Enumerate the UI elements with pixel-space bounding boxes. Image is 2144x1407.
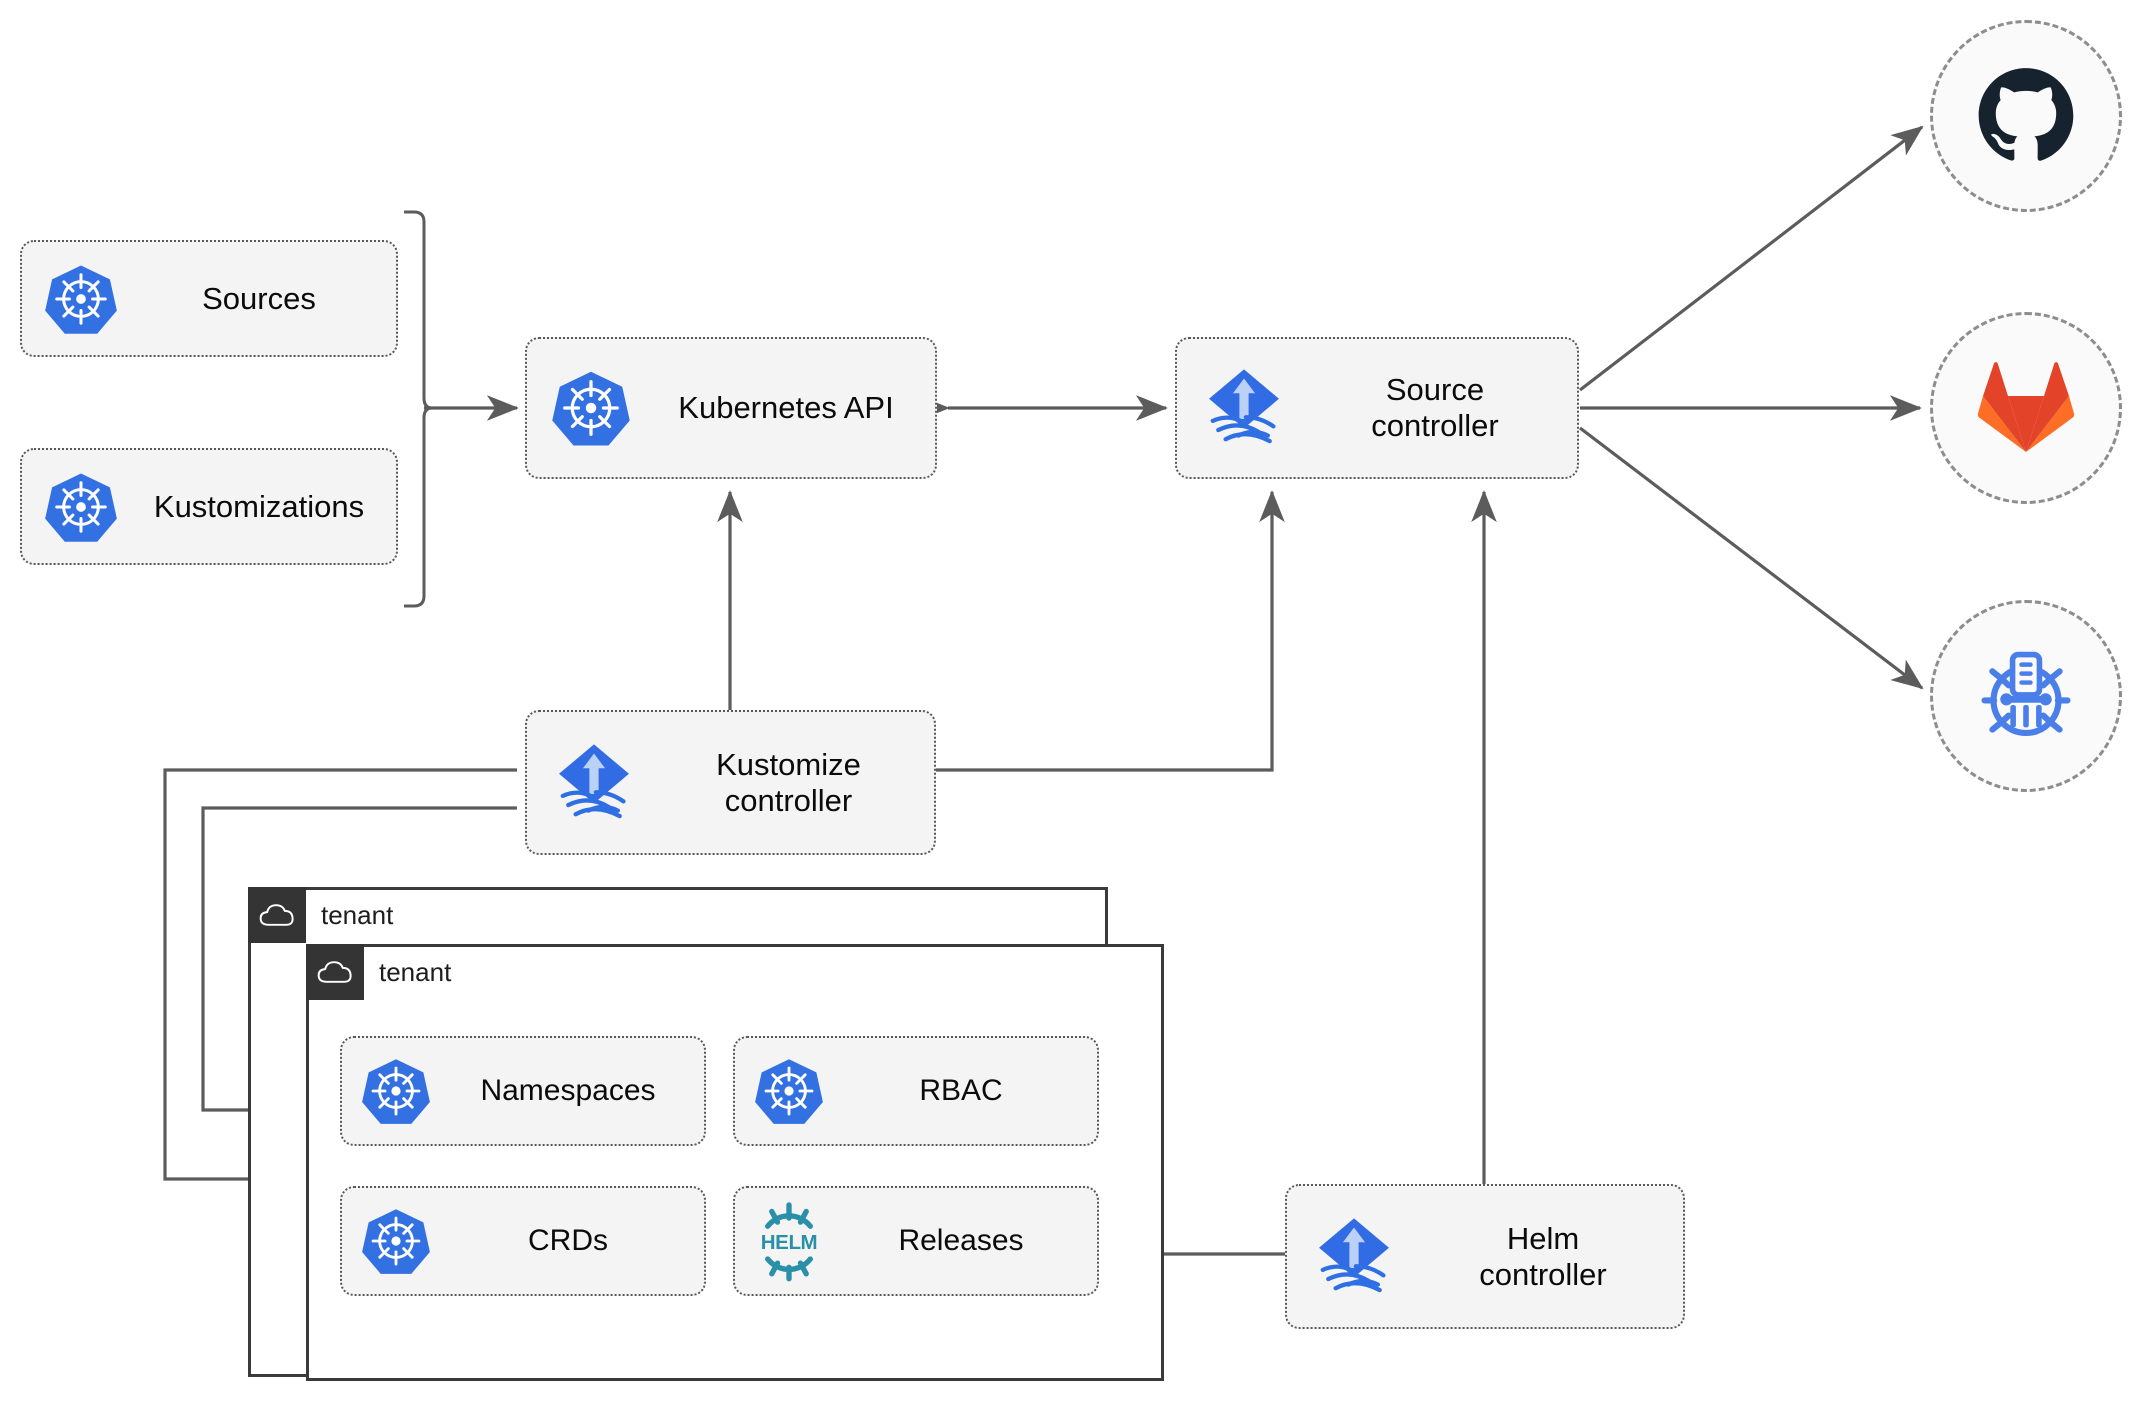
- tenant-container-2[interactable]: tenant: [306, 944, 1164, 1381]
- provider-github[interactable]: [1930, 20, 2122, 212]
- node-crds[interactable]: CRDs: [340, 1186, 706, 1296]
- gitlab-icon: [1977, 362, 2075, 452]
- node-rbac[interactable]: RBAC: [733, 1036, 1099, 1146]
- node-label: Kustomize controller: [716, 746, 861, 818]
- provider-harbor[interactable]: [1930, 600, 2122, 792]
- node-sources[interactable]: Sources: [20, 240, 398, 357]
- node-label: Namespaces: [480, 1073, 656, 1107]
- node-label: Sources: [202, 280, 316, 316]
- kubernetes-icon: [22, 262, 140, 336]
- node-label: RBAC: [919, 1073, 1003, 1107]
- node-namespaces[interactable]: Namespaces: [340, 1036, 706, 1146]
- edge-source-to-github: [1579, 125, 1924, 392]
- github-icon: [1978, 68, 2074, 161]
- flux-icon: [1287, 1211, 1421, 1303]
- cloud-icon: [248, 887, 306, 943]
- node-kubernetes-api[interactable]: Kubernetes API: [525, 337, 937, 479]
- cloud-icon: [306, 944, 364, 1000]
- helm-icon: HELM: [735, 1200, 843, 1282]
- node-label: CRDs: [528, 1223, 608, 1257]
- helm-wordmark: HELM: [761, 1231, 817, 1254]
- node-label: Kubernetes API: [678, 390, 894, 426]
- kubernetes-icon: [735, 1056, 843, 1126]
- edge-bracket-sources: [404, 210, 433, 608]
- node-releases[interactable]: HELM Releases: [733, 1186, 1099, 1296]
- kubernetes-icon: [527, 368, 655, 448]
- edge-source-to-harbor: [1579, 426, 1924, 690]
- node-kustomize-controller[interactable]: Kustomize controller: [525, 710, 936, 855]
- node-helm-controller[interactable]: Helm controller: [1285, 1184, 1685, 1329]
- node-label: Kustomizations: [153, 488, 365, 524]
- tenant-label: tenant: [321, 899, 394, 930]
- node-source-controller[interactable]: Source controller: [1175, 337, 1579, 479]
- edge-kustomize-to-source-controller: [936, 490, 1285, 772]
- kubernetes-icon: [342, 1056, 450, 1126]
- node-label: Source controller: [1371, 372, 1499, 443]
- tenant-label: tenant: [379, 956, 452, 987]
- provider-gitlab[interactable]: [1930, 312, 2122, 504]
- node-kustomizations[interactable]: Kustomizations: [20, 448, 398, 565]
- flux-icon: [1177, 362, 1311, 454]
- flux-icon: [527, 737, 661, 829]
- kubernetes-icon: [22, 470, 140, 544]
- node-label: Releases: [898, 1223, 1024, 1257]
- node-label: Helm controller: [1479, 1220, 1607, 1292]
- kubernetes-icon: [342, 1206, 450, 1276]
- harbor-icon: [1981, 651, 2071, 737]
